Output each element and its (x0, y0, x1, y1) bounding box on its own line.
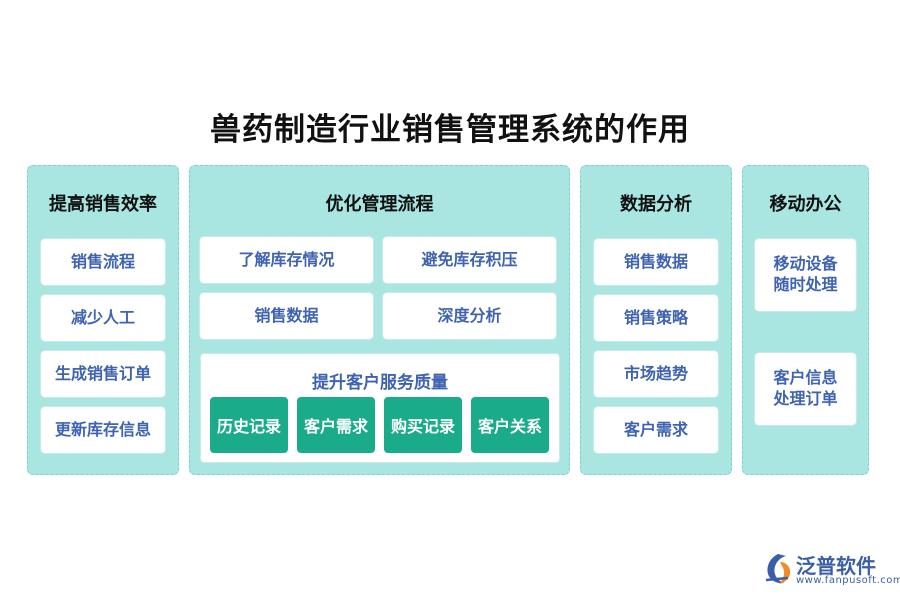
item-sales-process: 销售流程 (40, 238, 166, 286)
chip-history: 历史记录 (210, 397, 288, 453)
fanpu-logo-icon (765, 554, 791, 584)
service-quality-title: 提升客户服务质量 (312, 373, 448, 393)
item-deep-analysis: 深度分析 (382, 292, 557, 340)
item-sales-strategy: 销售策略 (593, 294, 719, 342)
panel-process: 优化管理流程 了解库存情况 避免库存积压 销售数据 深度分析 提升客户服务质量 … (189, 165, 570, 475)
panel-efficiency: 提高销售效率 销售流程 减少人工 生成销售订单 更新库存信息 (27, 165, 179, 475)
brand-url: www.fanpusoft.com (796, 575, 900, 586)
brand-name: 泛普软件 (796, 554, 876, 578)
panel-title-mobile: 移动办公 (769, 194, 842, 215)
panel-title-efficiency: 提高销售效率 (49, 194, 157, 215)
chip-customer-relations: 客户关系 (471, 397, 549, 453)
item-avoid-overstock: 避免库存积压 (382, 236, 557, 284)
service-quality-box: 提升客户服务质量 历史记录 客户需求 购买记录 客户关系 (200, 353, 560, 463)
chip-customer-needs: 客户需求 (297, 397, 375, 453)
item-customer-info-order: 客户信息处理订单 (754, 352, 857, 426)
item-mobile-device: 移动设备随时处理 (754, 238, 857, 312)
item-market-trend: 市场趋势 (593, 350, 719, 398)
item-update-inventory: 更新库存信息 (40, 406, 166, 454)
item-sales-data: 销售数据 (199, 292, 374, 340)
item-analysis-customer-needs: 客户需求 (593, 406, 719, 454)
panel-analysis: 数据分析 销售数据 销售策略 市场趋势 客户需求 (580, 165, 732, 475)
item-generate-order: 生成销售订单 (40, 350, 166, 398)
panel-title-process: 优化管理流程 (325, 194, 434, 215)
brand-logo: 泛普软件 www.fanpusoft.com (758, 550, 900, 590)
item-analysis-sales-data: 销售数据 (593, 238, 719, 286)
chip-purchase-records: 购买记录 (384, 397, 462, 453)
panel-title-analysis: 数据分析 (620, 194, 692, 215)
item-reduce-labor: 减少人工 (40, 294, 166, 342)
item-inventory-status: 了解库存情况 (199, 236, 374, 284)
panel-mobile: 移动办公 移动设备随时处理 客户信息处理订单 (742, 165, 869, 475)
page-title: 兽药制造行业销售管理系统的作用 (210, 112, 690, 148)
